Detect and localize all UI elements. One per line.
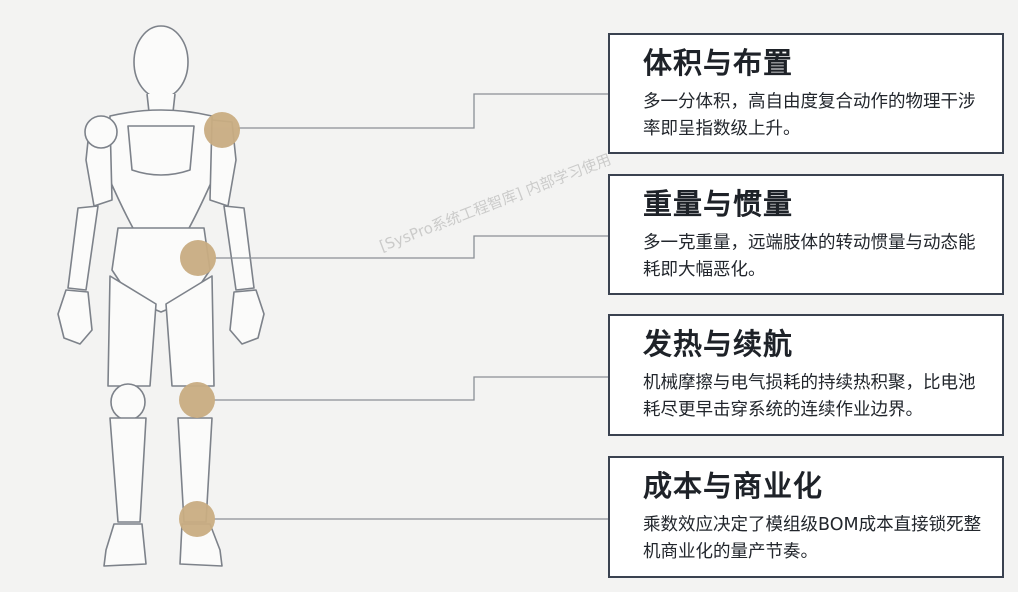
card-body: 机械摩擦与电气损耗的持续热积聚，比电池耗尽更早击穿系统的连续作业边界。 <box>643 373 976 420</box>
card-title: 重量与惯量 <box>643 187 794 221</box>
card-title: 成本与商业化 <box>643 469 824 503</box>
joint-marker-ankle <box>179 501 215 537</box>
robot-right-forearm <box>223 205 255 291</box>
joint-marker-shoulder <box>204 112 240 148</box>
card-body: 多一分体积，高自由度复合动作的物理干涉率即呈指数级上升。 <box>643 92 976 139</box>
card-body: 乘数效应决定了模组级BOM成本直接锁死整机商业化的量产节奏。 <box>643 515 982 562</box>
card-body: 多一克重量，远端肢体的转动惯量与动态能耗即大幅恶化。 <box>643 233 976 280</box>
robot-left-foot <box>103 523 147 567</box>
connector-line-2 <box>214 235 610 259</box>
robot-head <box>133 25 189 99</box>
robot-torso <box>107 109 215 231</box>
card-title: 发热与续航 <box>643 327 794 361</box>
robot-right-hand <box>229 289 265 345</box>
joint-marker-knee <box>179 382 215 418</box>
robot-left-thigh <box>107 275 157 387</box>
robot-left-forearm <box>67 205 99 291</box>
info-card-volume: 体积与布置 多一分体积，高自由度复合动作的物理干涉率即呈指数级上升。 <box>608 33 1004 154</box>
robot-chest-panel <box>127 125 195 176</box>
info-card-heat: 发热与续航 机械摩擦与电气损耗的持续热积聚，比电池耗尽更早击穿系统的连续作业边界… <box>608 314 1004 436</box>
robot-left-hand <box>57 289 93 345</box>
info-card-cost: 成本与商业化 乘数效应决定了模组级BOM成本直接锁死整机商业化的量产节奏。 <box>608 456 1004 578</box>
card-title: 体积与布置 <box>643 46 794 80</box>
robot-right-thigh <box>165 275 215 387</box>
connector-line-1 <box>238 93 610 129</box>
robot-left-shoulder <box>84 115 118 149</box>
info-card-weight: 重量与惯量 多一克重量，远端肢体的转动惯量与动态能耗即大幅恶化。 <box>608 174 1004 295</box>
robot-left-shin <box>109 417 147 523</box>
robot-left-knee <box>110 383 146 421</box>
joint-marker-hip <box>180 240 216 276</box>
connector-line-3 <box>214 376 610 401</box>
